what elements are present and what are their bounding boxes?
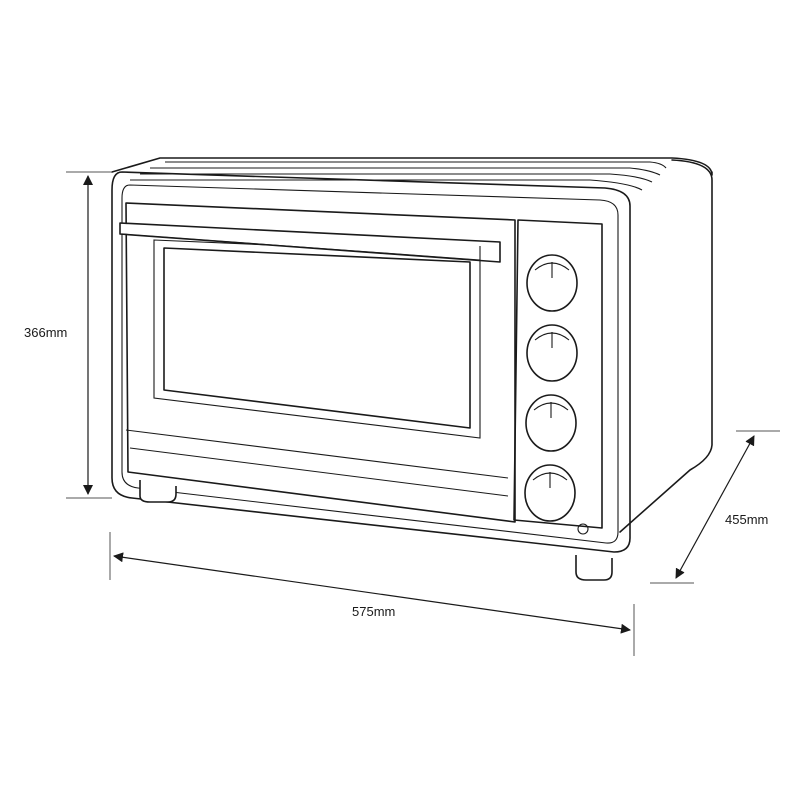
door-window	[163, 247, 471, 429]
width-dimension	[109, 532, 635, 656]
indicator-light	[577, 523, 589, 535]
knob-3	[525, 394, 577, 452]
knob-4	[524, 464, 576, 522]
height-label: 366mm	[24, 325, 68, 340]
top-vents	[130, 161, 667, 191]
door-handle	[119, 222, 501, 263]
knob-1	[526, 254, 578, 312]
oven-body	[111, 157, 713, 553]
depth-label: 455mm	[725, 512, 769, 527]
knob-2	[526, 324, 578, 382]
width-label: 575mm	[352, 604, 396, 619]
control-panel	[513, 219, 603, 535]
depth-dimension	[650, 430, 780, 584]
height-dimension	[66, 171, 112, 499]
